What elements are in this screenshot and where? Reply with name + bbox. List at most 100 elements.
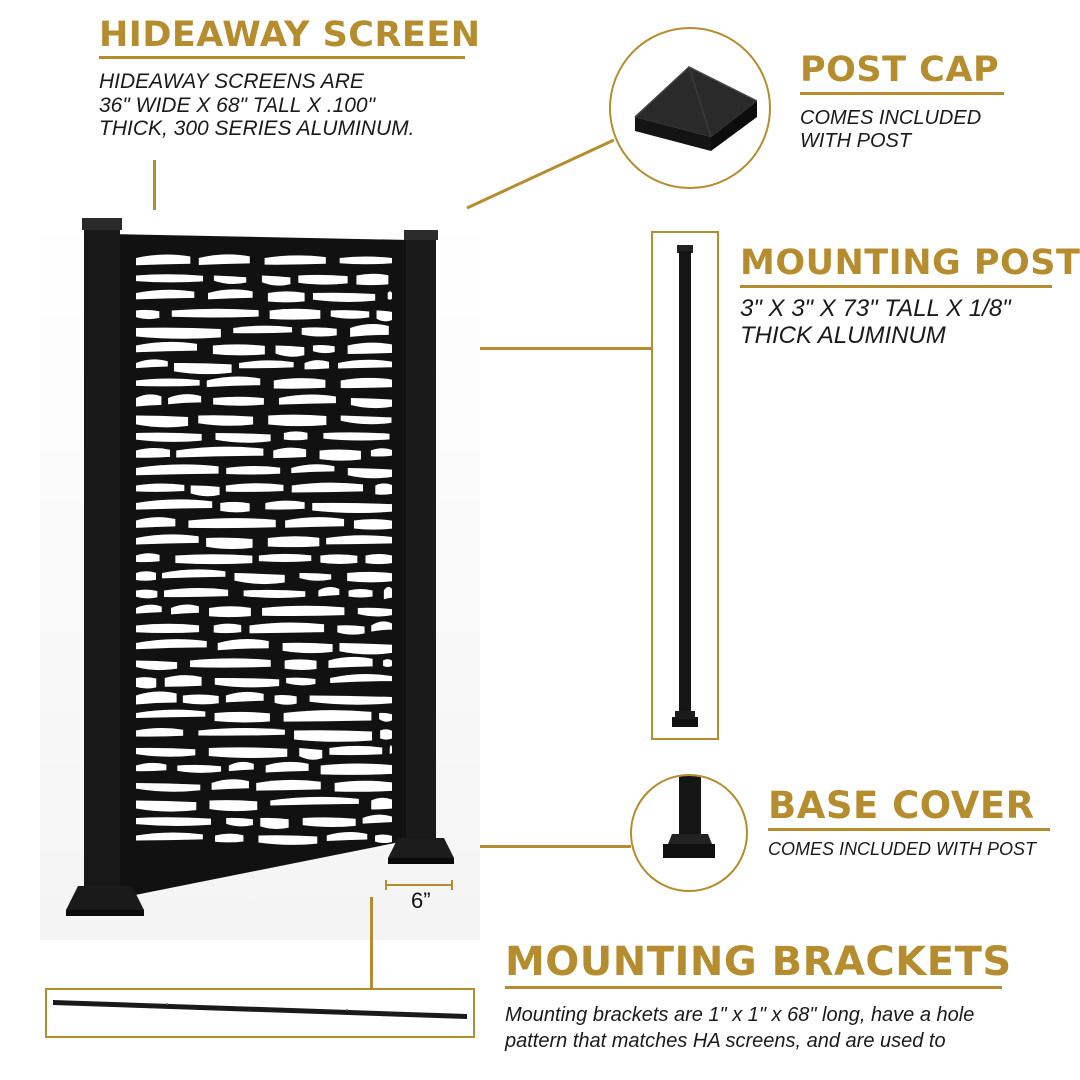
mounting-post-title: MOUNTING POST: [740, 243, 1080, 283]
screen-cutout: [136, 534, 199, 545]
screen-cutout: [168, 394, 202, 405]
screen-cutout: [347, 468, 392, 479]
screen-cutout: [164, 675, 202, 687]
screen-cutout: [348, 588, 373, 598]
screen-cutout: [136, 327, 221, 339]
screen-cutout: [220, 501, 250, 513]
screen-cutout: [136, 289, 195, 300]
screen-cutout: [225, 691, 264, 703]
screen-cutout: [136, 832, 203, 841]
post-spacing-dimension: 6”: [411, 888, 431, 913]
screen-cutout: [330, 310, 370, 319]
screen-cutout: [379, 712, 392, 722]
screen-cutout: [175, 554, 253, 565]
screen-cutout: [258, 553, 312, 563]
screen-cutout: [334, 780, 392, 792]
screen-cutout: [198, 415, 254, 426]
screen-cutout: [320, 554, 358, 564]
post-cap-circle: [609, 27, 771, 189]
base-cover-circle: [630, 774, 748, 892]
mounting-post-leader: [473, 347, 652, 350]
screen-cutout: [347, 342, 392, 354]
screen-cutout: [320, 763, 392, 775]
screen-cutout: [136, 378, 200, 387]
screen-cutout: [136, 623, 200, 634]
hideaway-screen-leader: [153, 160, 156, 222]
screen-cutout: [136, 762, 167, 772]
screen-cutout: [339, 643, 392, 655]
screen-cutout: [283, 431, 308, 441]
mounting-post-description: 3" X 3" X 73" TALL X 1/8" THICK ALUMINUM: [740, 295, 1011, 350]
mounting-bracket-box: [45, 988, 475, 1038]
screen-cutout: [389, 745, 392, 755]
screen-cutout: [312, 502, 392, 513]
hideaway-screen-description: HIDEAWAY SCREENS ARE 36" WIDE X 68" TALL…: [99, 70, 415, 141]
screen-cutout: [329, 745, 383, 756]
mounting-brackets-description: Mounting brackets are 1" x 1" x 68" long…: [505, 1004, 975, 1052]
screen-cutout: [190, 485, 220, 497]
post-cap-title: POST CAP: [800, 50, 1000, 90]
screen-cutout: [136, 604, 162, 614]
screen-cutout: [274, 694, 297, 705]
screen-cutout: [171, 308, 259, 318]
screen-cutout: [136, 341, 198, 353]
screen-cutout: [239, 360, 294, 369]
screen-cutout: [136, 709, 206, 719]
screen-cutout: [162, 569, 226, 579]
screen-cutout: [282, 642, 333, 654]
screen-cutout: [267, 291, 305, 303]
screen-cutout: [136, 359, 168, 369]
hideaway-screen-underline: [99, 56, 465, 59]
screen-cutout: [225, 483, 284, 492]
screen-cutout: [326, 832, 368, 841]
screen-cutout: [136, 274, 204, 283]
mounting-brackets-leader: [370, 897, 373, 989]
mounting-bracket-icon: [53, 1000, 467, 1019]
screen-cutout: [337, 359, 392, 369]
screen-cutout: [350, 398, 392, 409]
screen-cutout: [258, 835, 318, 845]
screen-cutout: [211, 779, 249, 790]
mounting-brackets-title: MOUNTING BRACKETS: [505, 939, 1012, 985]
screen-cutout: [383, 659, 392, 667]
screen-cutout: [212, 344, 265, 356]
screen-cutout: [190, 658, 271, 668]
screen-cutout: [214, 677, 280, 688]
screen-cutout: [370, 448, 392, 457]
screen-cutout: [206, 376, 261, 388]
post-cap-icon: [634, 66, 758, 151]
screen-cutout: [188, 518, 276, 529]
screen-cutout: [299, 572, 332, 581]
screen-cutout: [371, 797, 392, 810]
mounting-post-box: [651, 231, 719, 740]
screen-cutout: [208, 747, 288, 758]
screen-cutout: [136, 728, 184, 737]
screen-cutout: [294, 730, 373, 742]
screen-cutout: [353, 519, 392, 530]
screen-cutout: [136, 483, 185, 492]
screen-cutout: [262, 605, 345, 617]
screen-cutout: [206, 537, 253, 549]
screen-cutout: [177, 764, 222, 773]
screen-cutout: [301, 327, 337, 337]
screen-cutout: [243, 589, 306, 599]
base-cover-leader: [473, 845, 631, 848]
screen-cutout: [375, 483, 392, 495]
screen-cutout: [136, 747, 196, 757]
screen-cutout: [318, 587, 340, 597]
screen-cutout: [234, 573, 285, 585]
screen-cutout: [136, 415, 189, 428]
screen-cutout: [350, 323, 389, 337]
screen-cutout: [323, 432, 390, 441]
screen-cutout: [380, 729, 392, 740]
screen-cutout: [265, 761, 309, 773]
base-cover-icon: [663, 776, 715, 858]
screen-cutout: [228, 761, 254, 772]
screen-cutout: [136, 464, 219, 476]
screen-cutout: [213, 623, 242, 634]
screen-cutout: [136, 783, 201, 792]
screen-panel-icon: [40, 210, 480, 940]
screen-cutout: [260, 817, 289, 829]
screen-cutout: [371, 621, 392, 632]
screen-cutout: [270, 796, 359, 806]
